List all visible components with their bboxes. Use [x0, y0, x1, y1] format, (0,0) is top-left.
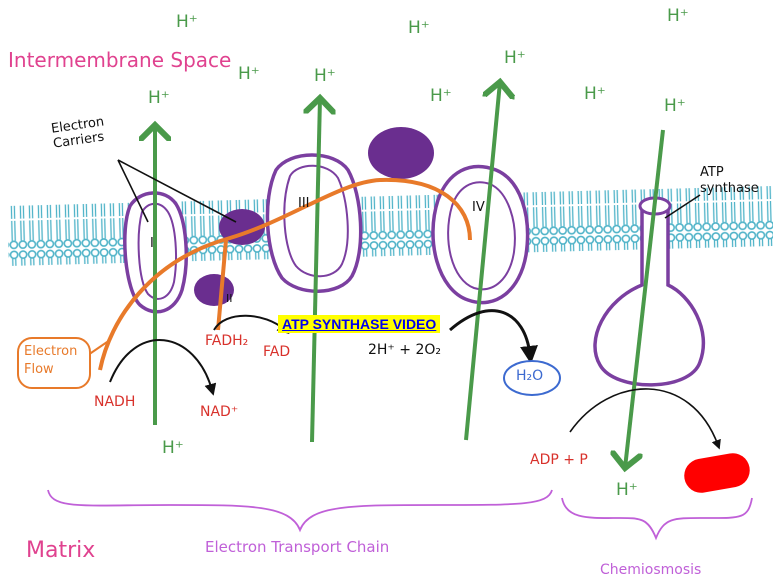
chemiosmosis-brace: [561, 497, 753, 541]
nadh-label: NADH: [94, 394, 136, 410]
etc-brace: [47, 489, 553, 533]
h-plus-label: H⁺: [314, 66, 336, 86]
complex-iii: [265, 153, 363, 293]
fadh2-label: FADH₂: [205, 333, 249, 349]
h2o-label: H₂O: [516, 368, 544, 384]
atp-synthase-pointer: [664, 194, 701, 219]
h-plus-label: H⁺: [584, 84, 606, 104]
h-plus-label: H⁺: [616, 480, 638, 500]
proton-arrow-complex-iii: [312, 98, 320, 443]
complex-ii-label: II: [226, 292, 233, 305]
electron-flow-label: Electron Flow: [24, 344, 78, 377]
proton-arrow-atp-synthase: [625, 129, 665, 468]
h-plus-label: H⁺: [408, 18, 430, 38]
complex-iii-label: III: [298, 196, 310, 211]
cytochrome-c: [368, 127, 434, 179]
oxygen-reaction-label: 2H⁺ + 2O₂: [368, 342, 441, 358]
h-plus-label: H⁺: [664, 96, 686, 116]
proton-arrow-complex-iv: [464, 82, 500, 441]
fad-label: FAD: [263, 344, 291, 360]
chemiosmosis-label: Chemiosmosis: [600, 562, 702, 578]
h-plus-label: H⁺: [238, 64, 260, 84]
atp-product-blob: [684, 453, 750, 493]
nadh-reaction-arrow: [109, 339, 217, 396]
electron-flow-box: [17, 337, 91, 389]
etc-label: Electron Transport Chain: [205, 538, 390, 556]
electron-flow-fadh2: [216, 239, 228, 331]
matrix-label: Matrix: [26, 538, 96, 563]
h-plus-label: H⁺: [430, 86, 452, 106]
electron-flow-pointer: [87, 339, 111, 356]
h-plus-label: H⁺: [667, 6, 689, 26]
h-plus-label: H⁺: [162, 438, 184, 458]
electron-carriers-pointer: [117, 159, 237, 223]
intermembrane-space-label: Intermembrane Space: [8, 48, 232, 72]
complex-iv: [431, 164, 530, 305]
h-plus-label: H⁺: [176, 12, 198, 32]
h-plus-label: H⁺: [504, 48, 526, 68]
electron-flow-path: [98, 177, 472, 371]
atp-synthase-video-link[interactable]: ATP SYNTHASE VIDEO: [278, 315, 441, 333]
membrane-bilayer: [7, 185, 773, 266]
h2o-bubble: [503, 360, 561, 396]
adp-p-label: ADP + P: [530, 452, 588, 468]
atp-synthase-label: ATP synthase: [700, 165, 759, 196]
complex-iv-label: IV: [472, 200, 485, 215]
atp-synthesis-arrow: [569, 388, 721, 450]
oxygen-reaction-arrow: [449, 309, 538, 364]
nad-plus-label: NAD⁺: [200, 404, 239, 420]
complex-i-label: I: [150, 236, 154, 251]
h-plus-label: H⁺: [148, 88, 170, 108]
